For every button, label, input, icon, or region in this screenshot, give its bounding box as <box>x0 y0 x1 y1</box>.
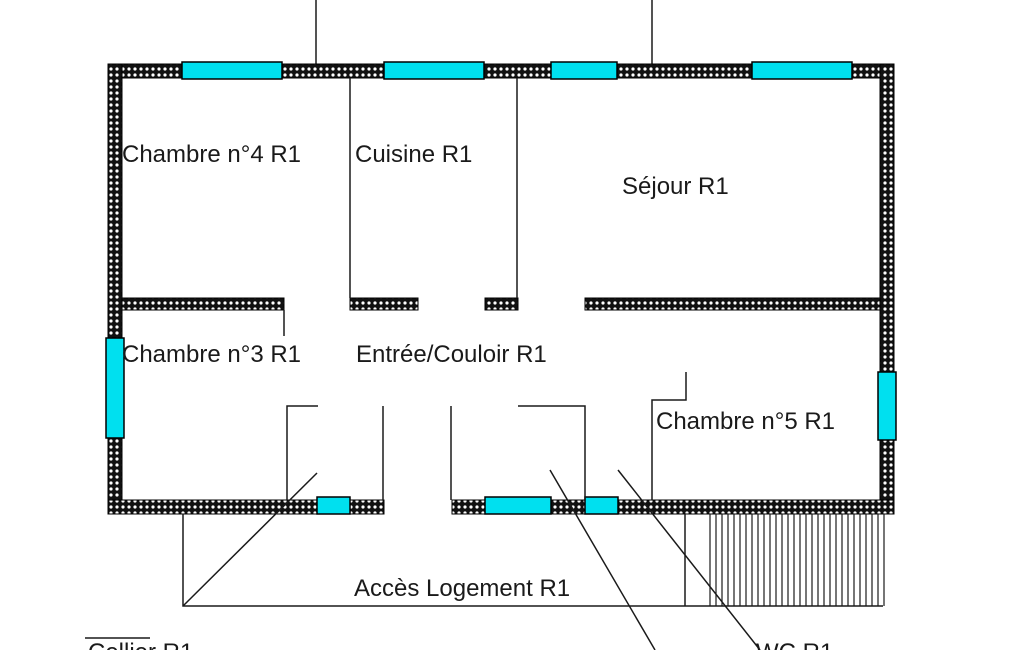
window-top-3 <box>550 61 618 80</box>
wall-mid-1 <box>121 297 285 311</box>
wall-left <box>107 63 123 515</box>
window-right <box>877 371 897 441</box>
label-chambre-4: Chambre n°4 R1 <box>122 141 301 168</box>
windows <box>105 61 897 515</box>
top-leader-lines <box>315 0 653 64</box>
window-bottom-2 <box>484 496 552 515</box>
exterior-walls <box>107 63 895 515</box>
wall-mid-4 <box>584 297 881 311</box>
label-chambre-3: Chambre n°3 R1 <box>122 341 301 368</box>
window-top-2 <box>383 61 485 80</box>
label-cuisine: Cuisine R1 <box>355 141 472 168</box>
wall-bottom-left <box>107 499 385 515</box>
wall-right <box>879 63 895 515</box>
label-sejour: Séjour R1 <box>622 173 729 200</box>
label-entree: Entrée/Couloir R1 <box>356 341 547 368</box>
label-chambre-5: Chambre n°5 R1 <box>656 408 835 435</box>
window-top-1 <box>181 61 283 80</box>
label-wc: WC R1 <box>756 639 833 650</box>
window-bottom-1 <box>316 496 351 515</box>
interior-walls <box>121 297 881 311</box>
terrace-hatch <box>709 514 885 606</box>
wall-mid-2 <box>349 297 419 311</box>
label-acces: Accès Logement R1 <box>354 575 570 602</box>
window-left <box>105 337 125 439</box>
wall-bottom-right <box>451 499 895 515</box>
wall-mid-3 <box>484 297 519 311</box>
window-bottom-3 <box>584 496 619 515</box>
partition-lines <box>85 78 883 650</box>
window-top-4 <box>751 61 853 80</box>
label-cellier: Cellier R1 <box>88 639 193 650</box>
